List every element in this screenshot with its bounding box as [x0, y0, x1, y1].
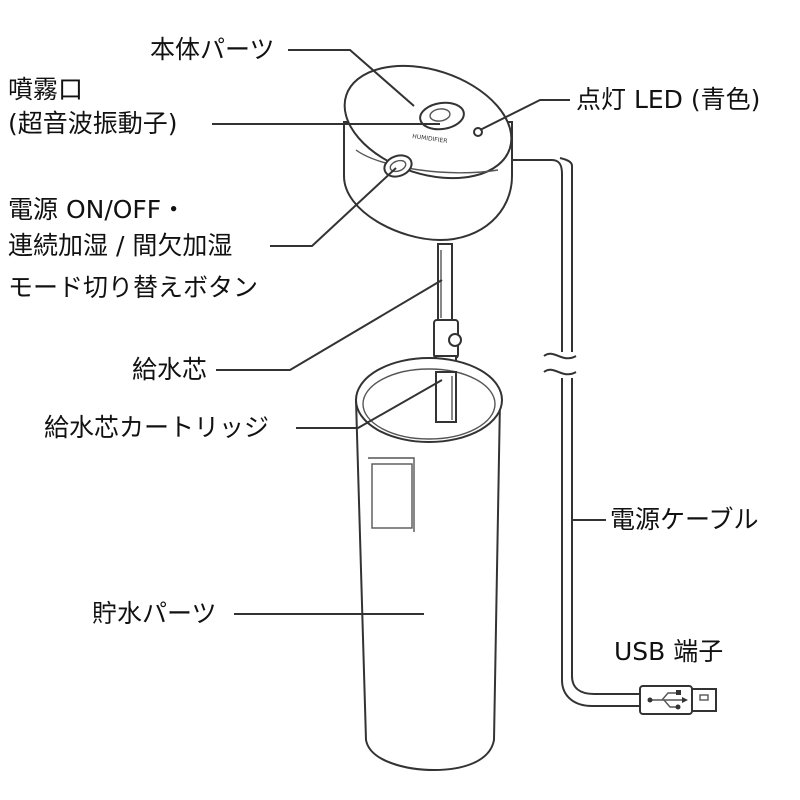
label-body-parts: 本体パーツ — [150, 35, 275, 64]
usb-symbol-icon — [647, 690, 688, 710]
leader-button — [270, 167, 397, 247]
leader-wick-cartridge — [296, 379, 443, 429]
label-mist-outlet-line2: (超音波振動子) — [8, 109, 178, 138]
water-tank — [354, 357, 503, 772]
label-usb-terminal: USB 端子 — [614, 637, 724, 666]
label-tank-parts: 貯水パーツ — [92, 599, 217, 628]
leader-wick — [216, 279, 443, 371]
mist-outlet — [419, 101, 465, 131]
wick — [437, 243, 453, 323]
label-button-line1: 電源 ON/OFF・ — [8, 195, 187, 224]
brand-text: HUMIDIFIER — [412, 133, 448, 145]
leader-led — [479, 99, 570, 131]
label-wick-cartridge: 給水芯カートリッジ — [44, 413, 270, 442]
label-mist-outlet-line1: 噴霧口 — [8, 75, 84, 104]
leader-body-parts — [288, 49, 415, 107]
label-wick: 給水芯 — [132, 355, 208, 384]
label-led: 点灯 LED (青色) — [576, 85, 761, 114]
leader-lines — [212, 49, 606, 615]
usb-plug — [639, 685, 717, 715]
label-button-line2: 連続加湿 / 間欠加湿 — [8, 231, 233, 260]
label-power-cable: 電源ケーブル — [610, 505, 759, 534]
head-unit: HUMIDIFIER — [343, 64, 513, 242]
level-window — [371, 463, 413, 529]
power-cable — [512, 157, 640, 707]
label-button-line3: モード切り替えボタン — [8, 273, 259, 302]
